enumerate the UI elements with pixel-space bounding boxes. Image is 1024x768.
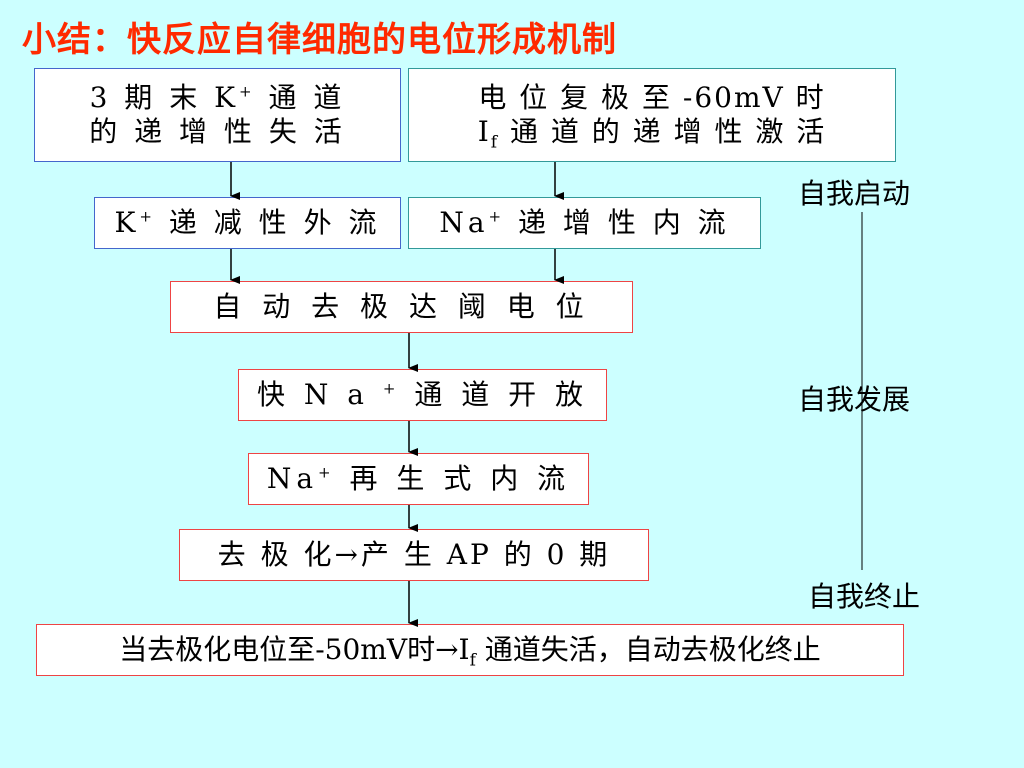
if-inactivation-termination-box: 当去极化电位至-50mV时→If 通道失活，自动去极化终止 [36,624,904,676]
na-inflow-increase-box: Na+ 递 增 性 内 流 [408,197,761,249]
auto-depolarization-box: 自 动 去 极 达 阈 电 位 [170,281,633,333]
fast-na-channel-open-box: 快 N a + 通 道 开 放 [238,369,607,421]
label-self-develop: 自我发展 [798,383,911,416]
label-self-stop: 自我终止 [808,580,921,613]
if-channel-activation-box: 电 位 复 极 至 -60mV 时 If 通 道 的 递 增 性 激 活 [408,68,896,162]
k-box-line2: 的 递 增 性 失 活 [89,115,346,148]
if-box-line1: 电 位 复 极 至 -60mV 时 [478,80,826,114]
na-regenerative-inflow-box: Na+ 再 生 式 内 流 [248,453,589,505]
k-box-line1: 3 期 末 K+ 通 道 [89,80,346,114]
k-outflow-decrease-box: K+ 递 减 性 外 流 [94,197,401,249]
label-self-start: 自我启动 [798,177,911,210]
depolarization-ap-phase0-box: 去 极 化→产 生 AP 的 0 期 [179,529,649,581]
page-title: 小结：快反应自律细胞的电位形成机制 [22,20,617,60]
k-channel-inactivation-box: 3 期 末 K+ 通 道 的 递 增 性 失 活 [34,68,401,162]
if-box-line2: If 通 道 的 递 增 性 激 活 [477,115,827,153]
